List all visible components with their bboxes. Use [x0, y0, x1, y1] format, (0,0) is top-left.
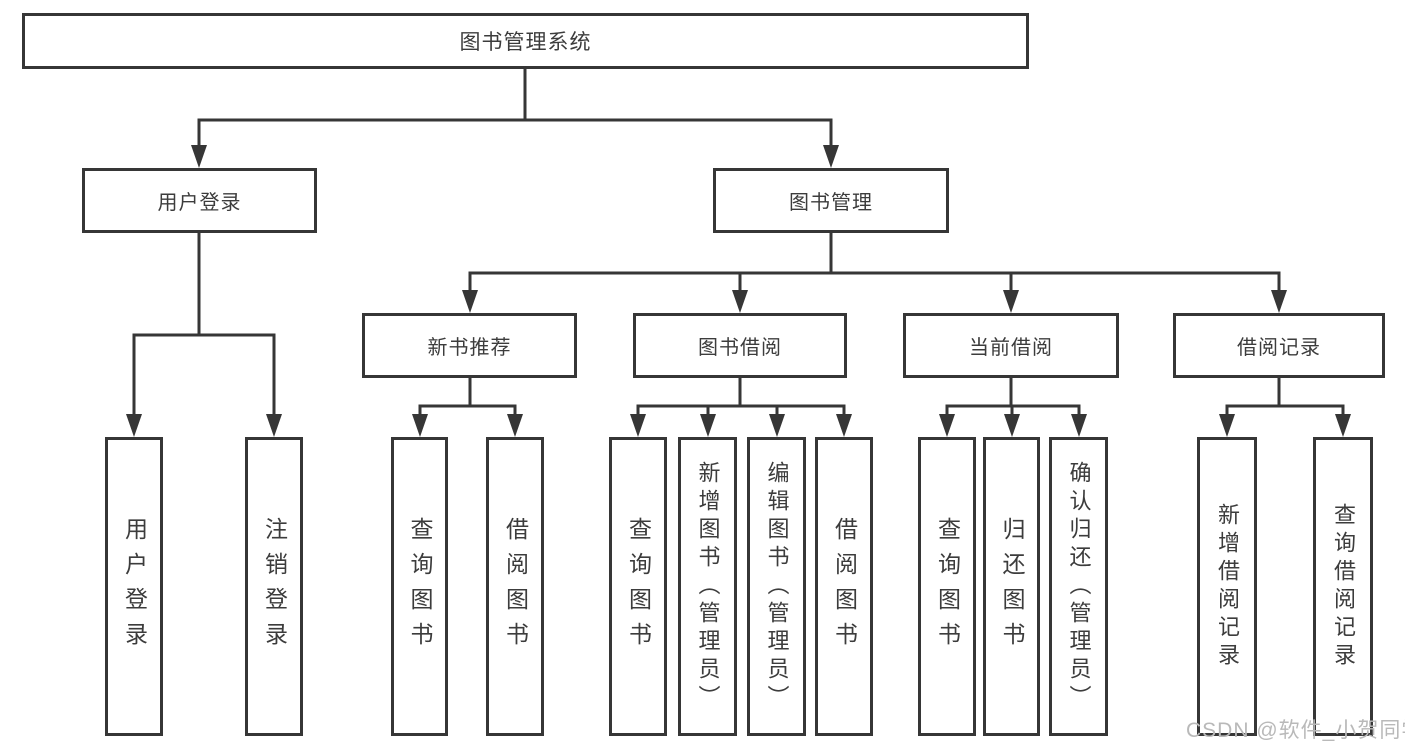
- watermark: CSDN @软件_小贺同学: [1186, 719, 1405, 742]
- leaf-label: 借阅图书: [502, 516, 529, 657]
- leaf-label: 查询借阅记录: [1331, 502, 1356, 671]
- arrowheads: [126, 145, 1351, 437]
- node-borrow-records: 借阅记录: [1173, 313, 1385, 378]
- leaf-confirm-return-admin: 确认归还（管理员）: [1049, 437, 1108, 736]
- node-user-login: 用户登录: [82, 168, 317, 233]
- leaf-label: 注销登录: [261, 516, 288, 657]
- leaf-label: 归还图书: [999, 516, 1025, 657]
- leaf-label: 确认归还（管理员）: [1066, 460, 1092, 713]
- leaf-query-borrow-record: 查询借阅记录: [1313, 437, 1373, 736]
- leaf-add-book-admin: 新增图书（管理员）: [678, 437, 737, 736]
- leaf-label: 编辑图书（管理员）: [764, 460, 790, 713]
- leaf-label: 借阅图书: [831, 516, 858, 657]
- leaf-label: 用户登录: [121, 516, 148, 657]
- node-current-borrowing: 当前借阅: [903, 313, 1119, 378]
- leaf-query-books-recommend: 查询图书: [391, 437, 448, 736]
- leaf-label: 新增借阅记录: [1215, 502, 1240, 671]
- leaf-borrow-books-borrowing: 借阅图书: [815, 437, 873, 736]
- leaf-query-books-current: 查询图书: [918, 437, 976, 736]
- leaf-borrow-books-recommend: 借阅图书: [486, 437, 544, 736]
- node-book-borrowing: 图书借阅: [633, 313, 847, 378]
- node-root: 图书管理系统: [22, 13, 1029, 69]
- leaf-logout: 注销登录: [245, 437, 303, 736]
- leaf-label: 查询图书: [934, 516, 961, 657]
- leaf-add-borrow-record: 新增借阅记录: [1197, 437, 1257, 736]
- node-new-book-recommend: 新书推荐: [362, 313, 577, 378]
- leaf-edit-book-admin: 编辑图书（管理员）: [747, 437, 806, 736]
- leaf-user-login: 用户登录: [105, 437, 163, 736]
- leaf-label: 新增图书（管理员）: [695, 460, 721, 713]
- leaf-label: 查询图书: [407, 516, 433, 657]
- leaf-label: 查询图书: [625, 516, 652, 657]
- leaf-return-books: 归还图书: [983, 437, 1040, 736]
- node-book-management: 图书管理: [713, 168, 949, 233]
- leaf-query-books-borrowing: 查询图书: [609, 437, 667, 736]
